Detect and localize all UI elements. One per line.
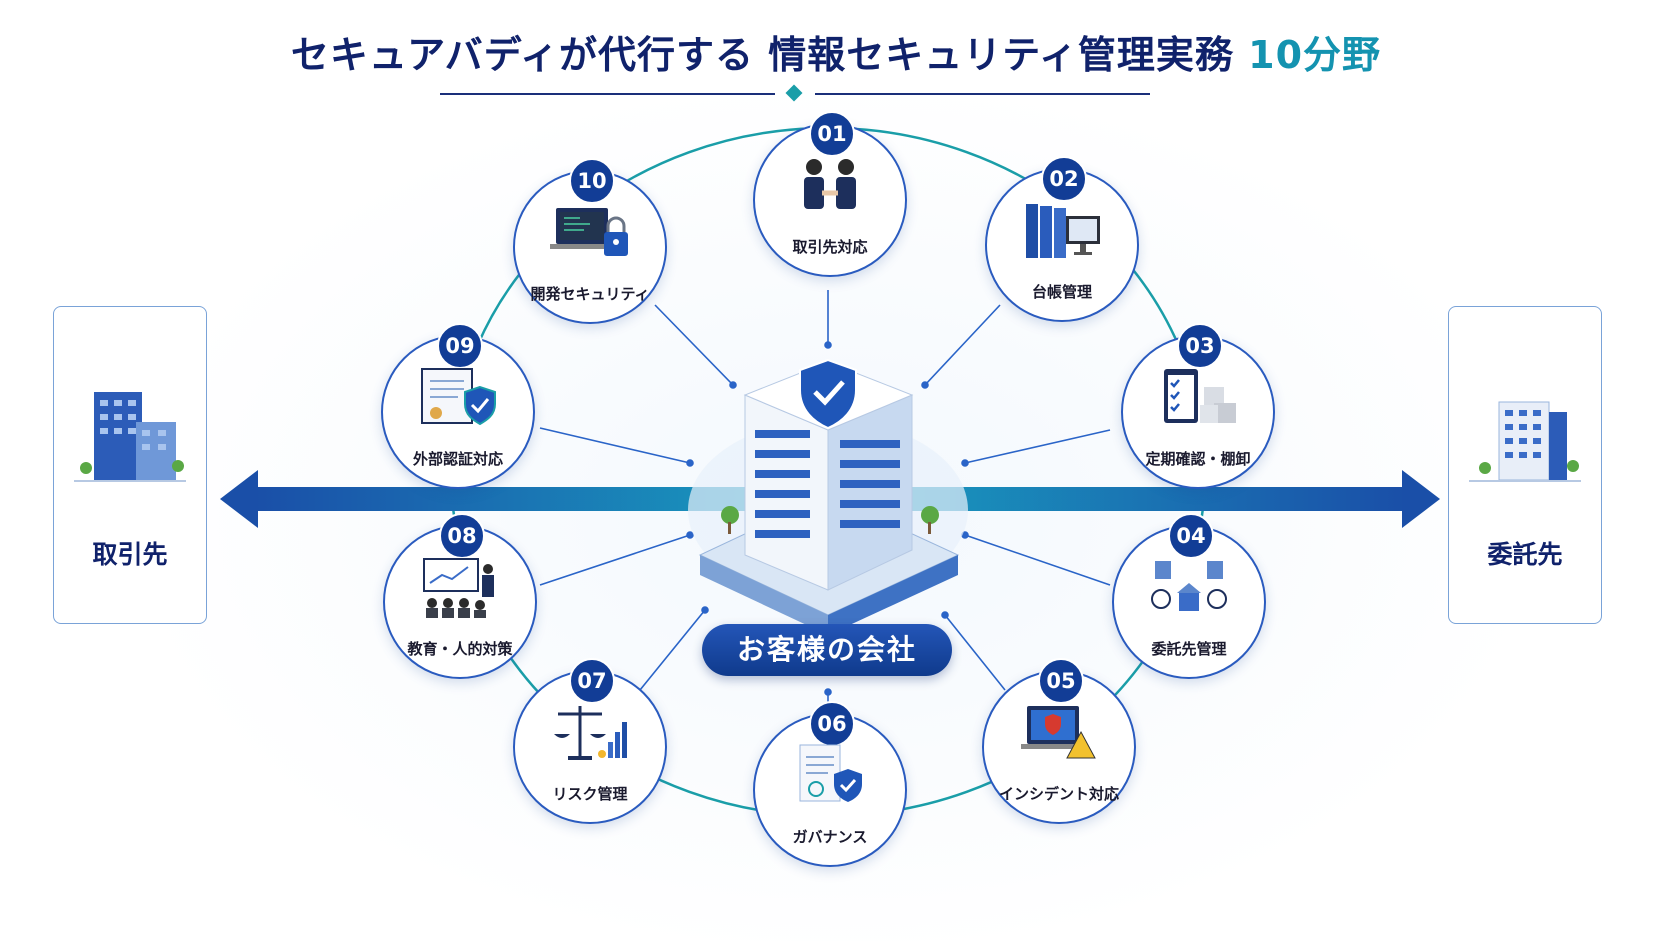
handshake-icon [804, 159, 856, 209]
service-label: 取引先対応 [792, 238, 868, 256]
page-title: セキュアバディが代行する 情報セキュリティ管理実務 10分野 [0, 24, 1672, 79]
service-node-01: 01 取引先対応 [753, 111, 907, 277]
service-node-05: 05 インシデント対応 [982, 658, 1136, 824]
service-label: ガバナンス [792, 828, 868, 846]
service-number: 04 [1168, 513, 1214, 559]
laptop-alert-icon [1021, 706, 1096, 759]
service-label: 開発セキュリティ [530, 285, 650, 303]
title-diamond [785, 84, 803, 102]
arrow-head-left [220, 470, 258, 528]
office-building-icon [74, 392, 186, 482]
service-node-10: 10 開発セキュリティ [513, 158, 667, 324]
scales-chart-icon [554, 706, 627, 760]
service-number: 07 [569, 658, 615, 704]
right-partner-box: 委託先 [1448, 306, 1602, 624]
presentation-icon [423, 558, 494, 618]
service-label: 委託先管理 [1151, 640, 1227, 658]
title-accent: 10分野 [1248, 33, 1382, 77]
vendor-network-icon [1151, 561, 1227, 611]
service-label: リスク管理 [552, 785, 628, 803]
title-main: セキュアバディが代行する 情報セキュリティ管理実務 [290, 33, 1234, 77]
binders-monitor-icon [1026, 204, 1100, 258]
service-label: 外部認証対応 [412, 450, 503, 468]
service-node-07: 07 リスク管理 [513, 658, 667, 824]
left-partner-box: 取引先 [53, 306, 207, 624]
right-partner-label: 委託先 [1487, 540, 1563, 569]
service-node-06: 06 ガバナンス [753, 701, 907, 867]
service-number: 08 [439, 513, 485, 559]
service-number: 09 [437, 323, 483, 369]
arrow-head-right [1402, 470, 1440, 528]
service-node-09: 09 外部認証対応 [381, 323, 535, 489]
service-node-08: 08 教育・人的対策 [383, 513, 537, 679]
service-node-03: 03 定期確認・棚卸 [1121, 323, 1275, 489]
service-number: 01 [809, 111, 855, 157]
service-label: 教育・人的対策 [407, 640, 513, 658]
center-building-icon [688, 358, 968, 635]
service-label: インシデント対応 [998, 785, 1119, 803]
certificate-shield-icon [421, 368, 496, 426]
checklist-boxes-icon [1164, 369, 1236, 423]
service-number: 10 [569, 158, 615, 204]
document-shield-icon [799, 744, 862, 802]
customer-company-label: お客様の会社 [702, 624, 952, 676]
service-label: 定期確認・棚卸 [1145, 450, 1251, 468]
laptop-lock-icon [550, 208, 628, 256]
service-number: 02 [1041, 156, 1087, 202]
service-label: 台帳管理 [1031, 283, 1092, 301]
service-node-02: 02 台帳管理 [985, 156, 1139, 322]
left-partner-label: 取引先 [92, 540, 168, 569]
service-number: 05 [1038, 658, 1084, 704]
service-node-04: 04 委託先管理 [1112, 513, 1266, 679]
service-number: 03 [1177, 323, 1223, 369]
office-building-icon [1469, 401, 1581, 482]
